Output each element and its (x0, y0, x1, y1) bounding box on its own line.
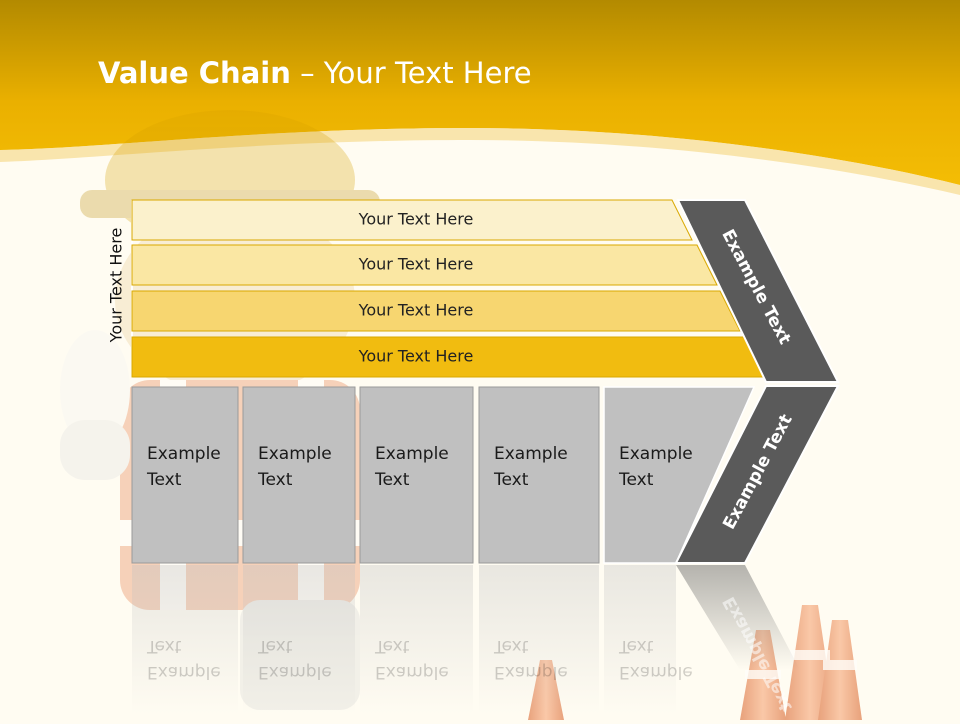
primary-box-reflection: Example Text (604, 565, 693, 715)
reflection-line2: Text (374, 636, 410, 656)
support-row-shape (131, 199, 693, 241)
support-row-label: Your Text Here (358, 255, 474, 274)
chevron-reflection: Example Text (676, 565, 800, 715)
support-row-label: Your Text Here (358, 301, 474, 320)
reflection-shape (604, 565, 676, 715)
reflection: ExampleTextExampleTextExampleTextExample… (132, 565, 800, 715)
reflection-shape (479, 565, 599, 715)
primary-box-reflection: Example Text (243, 565, 355, 715)
reflection-line2: Text (618, 636, 654, 656)
primary-box-line2: Text (618, 470, 654, 490)
primary-box-line2: Text (257, 470, 293, 490)
reflection-line2: Text (493, 636, 529, 656)
reflection-shape (243, 565, 355, 715)
support-row: Your Text Here (131, 290, 741, 332)
support-row-shape (131, 290, 741, 332)
support-row: Your Text Here (131, 199, 693, 241)
title-bold: Value Chain (98, 56, 291, 90)
primary-box-line2: Text (146, 470, 182, 490)
primary-box-reflection: Example Text (479, 565, 599, 715)
margin-chevron: Example Text Example Text (674, 199, 840, 564)
primary-box-shape (359, 386, 474, 564)
support-row-label: Your Text Here (358, 347, 474, 366)
primary-box-line1: Example (147, 444, 221, 464)
reflection-line2: Text (257, 636, 293, 656)
reflection-shape (132, 565, 238, 715)
support-row: Your Text Here (131, 244, 718, 286)
primary-box-shape (478, 386, 600, 564)
reflection-line1: Example (494, 662, 568, 682)
primary-box-line1: Example (494, 444, 568, 464)
support-row-shape (131, 244, 718, 286)
primary-box-line1: Example (258, 444, 332, 464)
primary-box-shape (242, 386, 356, 564)
slide-title: Value Chain – Your Text Here (98, 56, 532, 90)
primary-box-reflection: Example Text (132, 565, 238, 715)
header-swoosh (0, 128, 960, 195)
chevron-reflection-shape (676, 565, 800, 670)
margin-chevron-top (676, 199, 840, 383)
title-rest: – Your Text Here (290, 56, 532, 90)
primary-box-line2: Text (374, 470, 410, 490)
primary-box-reflection: Example Text (360, 565, 473, 715)
primary-box-line1: Example (619, 444, 693, 464)
margin-chevron-bottom (674, 385, 840, 564)
header-band (0, 0, 960, 185)
primary-box-line1: Example (375, 444, 449, 464)
reflection-line1: Example (619, 662, 693, 682)
reflection-line2: Text (146, 636, 182, 656)
reflection-shape (360, 565, 473, 715)
reflection-line1: Example (375, 662, 449, 682)
reflection-line1: Example (147, 662, 221, 682)
primary-activities: ExampleTextExampleTextExampleTextExample… (131, 386, 756, 564)
reflection-line1: Example (258, 662, 332, 682)
side-label: Your Text Here (106, 227, 126, 343)
primary-box-line2: Text (493, 470, 529, 490)
primary-box-shape (131, 386, 239, 564)
support-row-label: Your Text Here (358, 210, 474, 229)
support-row: Your Text Here (131, 336, 765, 378)
